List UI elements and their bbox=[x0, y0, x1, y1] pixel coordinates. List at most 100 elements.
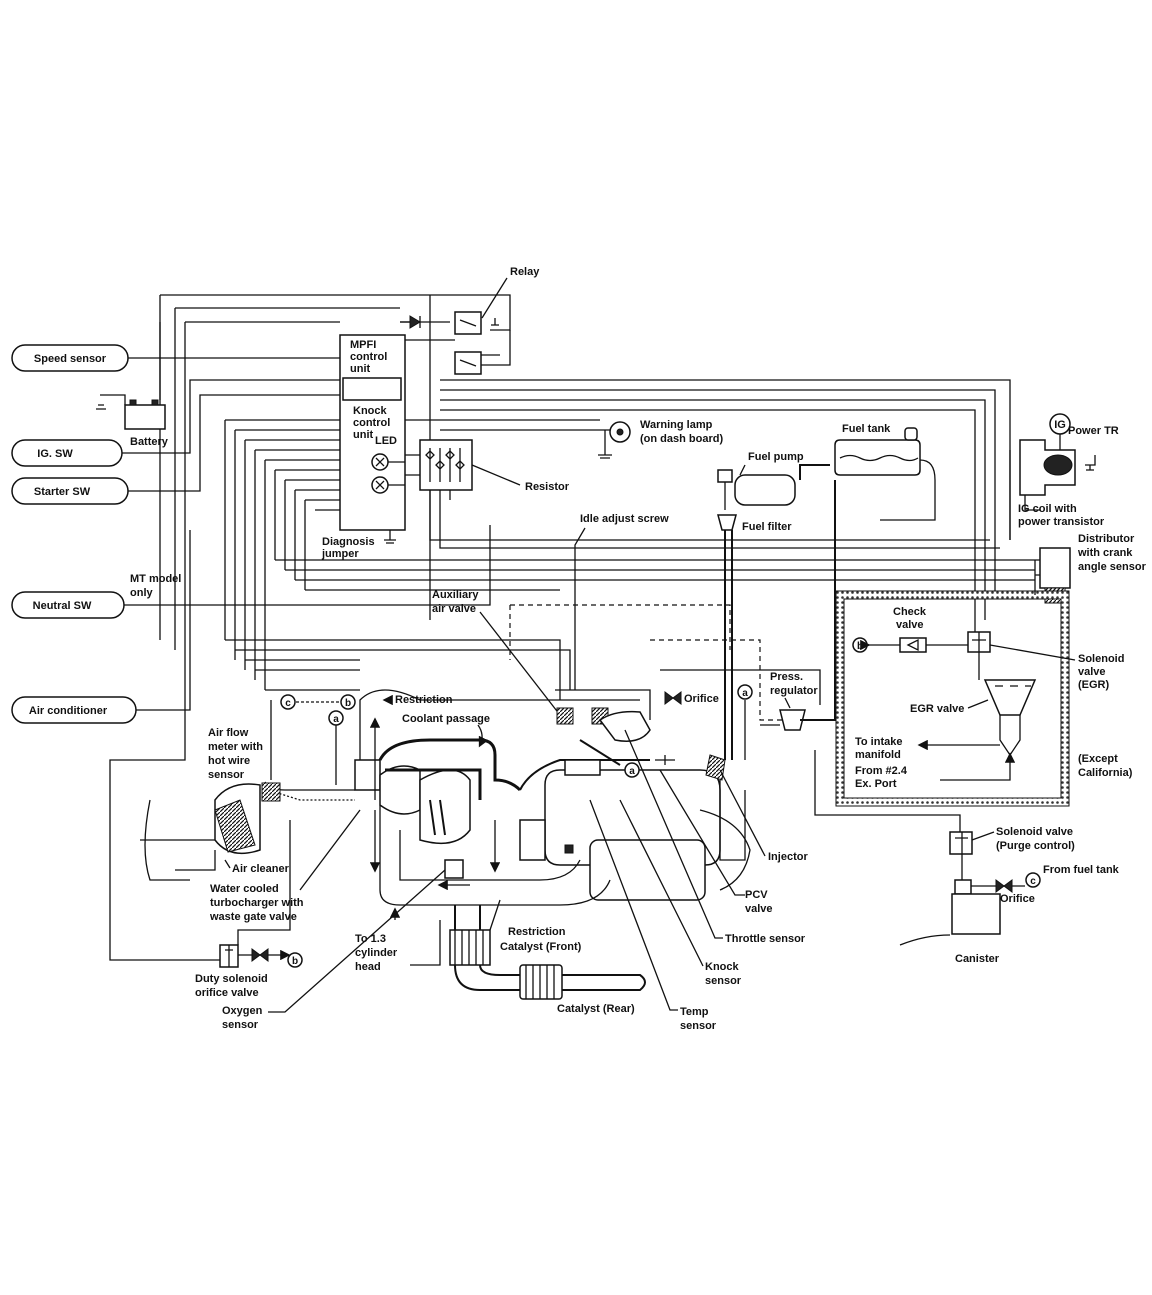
press-regulator: Press. regulator bbox=[760, 600, 836, 731]
svg-text:Duty solenoid: Duty solenoid bbox=[195, 973, 268, 985]
svg-text:Catalyst (Rear): Catalyst (Rear) bbox=[557, 1003, 635, 1015]
svg-text:air valve: air valve bbox=[432, 603, 476, 615]
fuel-tank: Fuel tank bbox=[799, 423, 936, 600]
egr-enclosure: Check valve b Solenoid valve (EGR) EGR v… bbox=[835, 560, 1133, 807]
svg-text:Auxiliary: Auxiliary bbox=[432, 589, 479, 601]
warning-lamp: Warning lamp (on dash board) bbox=[598, 419, 723, 459]
svg-text:To intake: To intake bbox=[855, 736, 902, 748]
oxygen-sensor: Oxygen sensor bbox=[222, 869, 446, 1031]
svg-text:Fuel tank: Fuel tank bbox=[842, 423, 891, 435]
turbo-label: Water cooled turbocharger with waste gat… bbox=[209, 809, 361, 923]
svg-text:Restriction: Restriction bbox=[395, 694, 453, 706]
air-cleaner: Air cleaner bbox=[140, 783, 290, 881]
svg-text:b: b bbox=[345, 698, 351, 709]
speed-sensor-pill: Speed sensor bbox=[11, 344, 129, 372]
circle-markers: c b a a a bbox=[280, 684, 753, 785]
svg-text:Solenoid: Solenoid bbox=[1078, 653, 1124, 665]
pill-wires bbox=[122, 357, 491, 711]
svg-text:To 1.3: To 1.3 bbox=[355, 933, 386, 945]
svg-text:sensor: sensor bbox=[208, 769, 245, 781]
svg-text:Relay: Relay bbox=[510, 266, 540, 278]
engine-block bbox=[519, 754, 751, 901]
svg-text:Canister: Canister bbox=[955, 953, 1000, 965]
svg-text:Temp: Temp bbox=[680, 1006, 709, 1018]
svg-text:Injector: Injector bbox=[768, 851, 808, 863]
svg-text:only: only bbox=[130, 587, 153, 599]
svg-text:PCV: PCV bbox=[745, 889, 768, 901]
svg-text:Air cleaner: Air cleaner bbox=[232, 863, 290, 875]
svg-text:Fuel pump: Fuel pump bbox=[748, 451, 804, 463]
svg-text:control: control bbox=[350, 351, 387, 363]
svg-text:b: b bbox=[857, 641, 863, 652]
svg-text:Idle adjust screw: Idle adjust screw bbox=[580, 513, 669, 525]
svg-text:Catalyst (Front): Catalyst (Front) bbox=[500, 941, 582, 953]
idle-adjust-screw: Idle adjust screw bbox=[574, 513, 669, 690]
pcv-valve: PCV valve bbox=[659, 769, 773, 915]
relay: Relay bbox=[400, 266, 540, 375]
svg-text:unit: unit bbox=[350, 363, 370, 375]
svg-text:IG coil with: IG coil with bbox=[1018, 503, 1077, 515]
svg-text:angle sensor: angle sensor bbox=[1078, 561, 1147, 573]
throttle-sensor: Throttle sensor bbox=[624, 729, 806, 945]
svg-text:c: c bbox=[285, 698, 291, 709]
mpfi-control-unit: MPFI control unit Knock control unit LED… bbox=[321, 334, 406, 560]
svg-text:valve: valve bbox=[1078, 666, 1106, 678]
svg-text:From #2.4: From #2.4 bbox=[855, 765, 908, 777]
temp-sensor: Temp sensor bbox=[589, 799, 717, 1032]
svg-text:a: a bbox=[629, 766, 635, 777]
restriction-label: Restriction bbox=[382, 694, 453, 706]
svg-text:Fuel filter: Fuel filter bbox=[742, 521, 792, 533]
svg-text:Orifice: Orifice bbox=[684, 693, 719, 705]
svg-text:Power TR: Power TR bbox=[1068, 425, 1119, 437]
starter-sw-pill: Starter SW bbox=[11, 477, 129, 505]
svg-text:orifice valve: orifice valve bbox=[195, 987, 259, 999]
fuel-pump: Fuel pump bbox=[717, 451, 804, 510]
svg-text:Speed sensor: Speed sensor bbox=[34, 353, 107, 365]
svg-text:head: head bbox=[355, 961, 381, 973]
svg-text:Starter SW: Starter SW bbox=[34, 486, 91, 498]
svg-text:Water cooled: Water cooled bbox=[210, 883, 279, 895]
svg-text:Throttle sensor: Throttle sensor bbox=[725, 933, 806, 945]
svg-text:Neutral SW: Neutral SW bbox=[33, 600, 92, 612]
resistor: Resistor bbox=[405, 439, 1000, 549]
svg-text:valve: valve bbox=[896, 619, 924, 631]
to-cylinder-head: To 1.3 cylinder head bbox=[355, 907, 441, 973]
svg-text:(EGR): (EGR) bbox=[1078, 679, 1110, 691]
purge-solenoid-valve: Solenoid valve (Purge control) bbox=[814, 750, 1075, 880]
catalyst-front: Restriction Catalyst (Front) bbox=[449, 899, 582, 991]
fuel-filter: Fuel filter bbox=[717, 514, 792, 760]
svg-text:From fuel tank: From fuel tank bbox=[1043, 864, 1120, 876]
coolant-passage: Coolant passage bbox=[402, 713, 490, 748]
svg-text:power transistor: power transistor bbox=[1018, 516, 1105, 528]
svg-text:(on dash board): (on dash board) bbox=[640, 433, 723, 445]
orifice: Orifice bbox=[664, 691, 719, 705]
svg-text:waste gate valve: waste gate valve bbox=[209, 911, 297, 923]
svg-text:Press.: Press. bbox=[770, 671, 803, 683]
svg-text:manifold: manifold bbox=[855, 749, 901, 761]
catalyst-rear: Catalyst (Rear) bbox=[519, 964, 646, 1015]
svg-text:EGR valve: EGR valve bbox=[910, 703, 964, 715]
svg-text:control: control bbox=[353, 417, 390, 429]
svg-text:Knock: Knock bbox=[353, 405, 388, 417]
svg-text:LED: LED bbox=[375, 435, 397, 447]
top-wiring-bus bbox=[159, 294, 1011, 650]
air-conditioner-pill: Air conditioner bbox=[11, 696, 137, 724]
svg-text:with crank: with crank bbox=[1077, 547, 1133, 559]
svg-text:(Purge control): (Purge control) bbox=[996, 840, 1075, 852]
knock-sensor: Knock sensor bbox=[619, 799, 742, 987]
svg-text:sensor: sensor bbox=[222, 1019, 259, 1031]
svg-text:California): California) bbox=[1078, 767, 1133, 779]
svg-text:IG. SW: IG. SW bbox=[37, 448, 73, 460]
svg-text:meter with: meter with bbox=[208, 741, 263, 753]
auxiliary-air-valve: Auxiliary air valve bbox=[432, 589, 609, 725]
svg-text:b: b bbox=[292, 956, 298, 967]
injector: Injector bbox=[719, 769, 808, 863]
svg-text:cylinder: cylinder bbox=[355, 947, 398, 959]
svg-text:regulator: regulator bbox=[770, 685, 818, 697]
svg-text:Knock: Knock bbox=[705, 961, 740, 973]
svg-text:Orifice: Orifice bbox=[1000, 893, 1035, 905]
svg-text:sensor: sensor bbox=[705, 975, 742, 987]
svg-text:MPFI: MPFI bbox=[350, 339, 376, 351]
svg-text:Solenoid valve: Solenoid valve bbox=[996, 826, 1073, 838]
svg-text:Ex. Port: Ex. Port bbox=[855, 778, 897, 790]
